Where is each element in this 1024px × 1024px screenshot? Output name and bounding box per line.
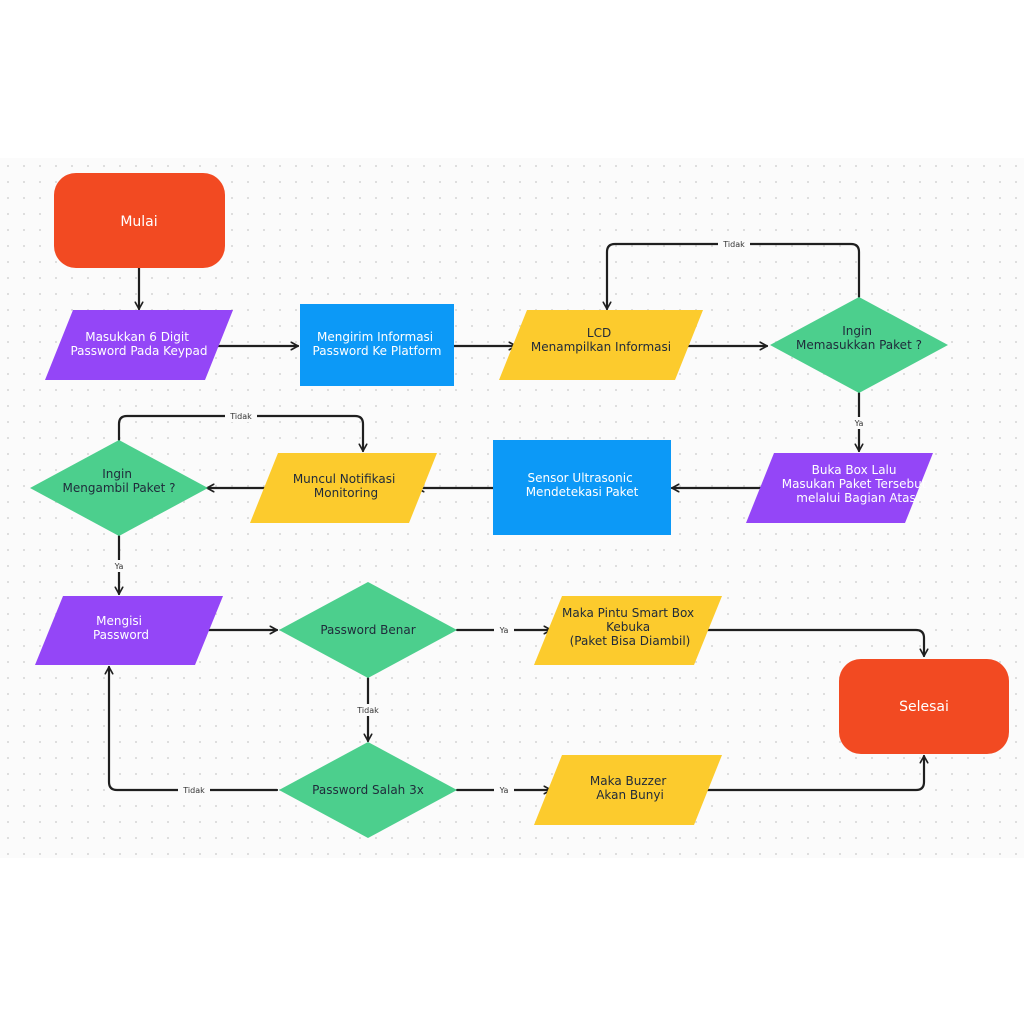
node-label-lcd: LCD Menampilkan Informasi — [531, 326, 671, 354]
label-line: melalui Bagian Atas — [796, 491, 915, 505]
node-label-buka-box: Buka Box Lalu Masukan Paket Tersebut mel… — [782, 463, 931, 505]
label-line: (Paket Bisa Diambil) — [570, 634, 691, 648]
node-mengirim-informasi[interactable]: Mengirim Informasi Password Ke Platform — [300, 304, 454, 386]
node-selesai[interactable]: Selesai — [839, 659, 1009, 754]
terminal-shape — [839, 659, 1009, 754]
node-masukkan-password[interactable]: Masukkan 6 Digit Password Pada Keypad — [45, 310, 233, 380]
nodes: Mulai Masukkan 6 Digit Password Pada Key… — [30, 173, 1009, 838]
node-buzzer[interactable]: Maka Buzzer Akan Bunyi — [534, 755, 722, 825]
label-line: Sensor Ultrasonic — [527, 471, 632, 485]
node-label-mengirim: Mengirim Informasi Password Ke Platform — [313, 330, 442, 358]
node-ingin-memasukkan[interactable]: Ingin Memasukkan Paket ? — [770, 297, 948, 393]
io-shape — [45, 310, 233, 380]
label-line: Ingin — [102, 467, 132, 481]
node-password-salah[interactable]: Password Salah 3x — [279, 742, 457, 838]
edge-ingin-masuk-tidak — [607, 242, 861, 311]
node-label-notifikasi: Muncul Notifikasi Monitoring — [293, 472, 399, 500]
label-line: Buka Box Lalu — [812, 463, 897, 477]
label-line: Menampilkan Informasi — [531, 340, 671, 354]
node-sensor-ultrasonic[interactable]: Sensor Ultrasonic Mendetekasi Paket — [493, 440, 671, 535]
label-line: Password Benar — [320, 623, 415, 637]
edge-label-ya-ambil: Ya — [114, 562, 124, 571]
process-shape — [493, 440, 671, 535]
edge-label-tidak-ambil: Tidak — [229, 412, 252, 421]
edge-label-tidak-benar: Tidak — [356, 706, 379, 715]
label-line: Ingin — [842, 324, 872, 338]
node-label-ingin-ambil: Ingin Mengambil Paket ? — [63, 467, 176, 495]
label-line: Memasukkan Paket ? — [796, 338, 922, 352]
edge-labels: Tidak Ya Tidak Ya Ya Tidak Ya Tidak — [109, 238, 869, 796]
node-lcd[interactable]: LCD Menampilkan Informasi — [499, 310, 703, 380]
label-line: Masukan Paket Tersebut — [782, 477, 927, 491]
label-line: Monitoring — [314, 486, 378, 500]
node-muncul-notifikasi[interactable]: Muncul Notifikasi Monitoring — [250, 453, 437, 523]
label-line: Password Ke Platform — [313, 344, 442, 358]
node-label-buzzer: Maka Buzzer Akan Bunyi — [590, 774, 670, 802]
io-shape — [35, 596, 223, 665]
node-label-salah: Password Salah 3x — [312, 783, 424, 797]
label-line: Mendetekasi Paket — [526, 485, 639, 499]
label-line: Maka Pintu Smart Box — [562, 606, 694, 620]
label-line: LCD — [587, 326, 611, 340]
label-line: Password — [93, 628, 149, 642]
label-line: Mulai — [120, 214, 157, 230]
io-shape — [746, 453, 933, 523]
edge-salah-tidak — [109, 665, 279, 792]
node-label-ingin-masuk: Ingin Memasukkan Paket ? — [796, 324, 922, 352]
node-pintu-kebuka[interactable]: Maka Pintu Smart Box Kebuka (Paket Bisa … — [534, 596, 722, 665]
node-buka-box[interactable]: Buka Box Lalu Masukan Paket Tersebut mel… — [746, 453, 933, 523]
node-mengisi-password[interactable]: Mengisi Password — [35, 596, 223, 665]
node-mulai[interactable]: Mulai — [54, 173, 225, 268]
label-line: Masukkan 6 Digit — [85, 330, 189, 344]
node-label-selesai: Selesai — [899, 699, 949, 715]
label-line: Akan Bunyi — [596, 788, 664, 802]
node-password-benar[interactable]: Password Benar — [279, 582, 457, 678]
label-line: Mengirim Informasi — [317, 330, 433, 344]
process-shape — [300, 304, 454, 386]
edges — [109, 242, 924, 792]
edge-pintu-selesai — [700, 628, 924, 658]
node-label-pintu: Maka Pintu Smart Box Kebuka (Paket Bisa … — [562, 606, 698, 648]
decision-shape — [279, 582, 457, 678]
edge-label-ya-salah: Ya — [499, 786, 509, 795]
edge-label-ya-benar: Ya — [499, 626, 509, 635]
label-line: Mengisi — [96, 614, 142, 628]
node-label-mengisi: Mengisi Password — [93, 614, 149, 642]
io-shape — [534, 755, 722, 825]
node-label-mulai: Mulai — [120, 214, 157, 230]
io-shape — [499, 310, 703, 380]
label-line: Mengambil Paket ? — [63, 481, 176, 495]
edge-buzzer-selesai — [700, 754, 924, 792]
decision-shape — [770, 297, 948, 393]
label-line: Password Salah 3x — [312, 783, 424, 797]
terminal-shape — [54, 173, 225, 268]
decision-shape — [30, 440, 208, 536]
io-shape — [250, 453, 437, 523]
node-ingin-mengambil[interactable]: Ingin Mengambil Paket ? — [30, 440, 208, 536]
label-line: Kebuka — [606, 620, 650, 634]
label-line: Muncul Notifikasi — [293, 472, 396, 486]
node-label-masukkan: Masukkan 6 Digit Password Pada Keypad — [70, 330, 207, 358]
edge-label-tidak-masuk: Tidak — [722, 240, 745, 249]
edge-label-tidak-salah: Tidak — [182, 786, 205, 795]
label-line: Password Pada Keypad — [70, 344, 207, 358]
label-line: Maka Buzzer — [590, 774, 666, 788]
edge-label-ya-masuk: Ya — [854, 419, 864, 428]
decision-shape — [279, 742, 457, 838]
node-label-benar: Password Benar — [320, 623, 415, 637]
io-shape — [534, 596, 722, 665]
node-label-sensor: Sensor Ultrasonic Mendetekasi Paket — [526, 471, 639, 499]
label-line: Selesai — [899, 699, 949, 715]
